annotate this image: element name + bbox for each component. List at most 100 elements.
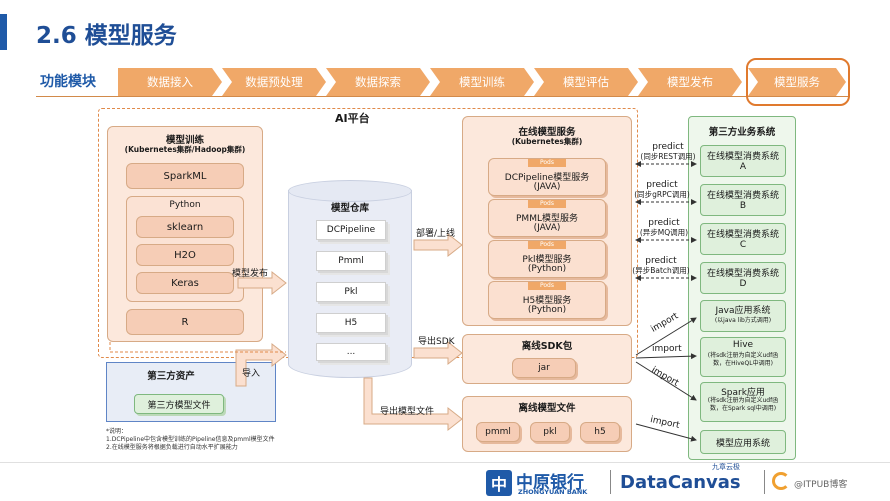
- sparkml-box: SparkML: [126, 163, 244, 189]
- note-heading: *说明：: [106, 428, 128, 435]
- pipeline-step-serve: 模型服务: [748, 68, 846, 96]
- repo-item-dcpipeline: DCPipeline: [316, 220, 386, 240]
- offline-model-file-title: 离线模型文件: [518, 403, 576, 414]
- divider: [36, 96, 850, 97]
- ai-platform-label: AI平台: [335, 112, 370, 125]
- java-app-desc: (以java lib方式调用): [714, 317, 772, 324]
- arrow-export-sdk: [413, 340, 463, 366]
- zhongyuan-bank-logo-icon: 中: [486, 470, 512, 496]
- pod-pmml-name: PMML模型服务: [516, 214, 578, 224]
- export-file-label: 导出模型文件: [380, 407, 435, 417]
- pipeline-step-explore: 数据探索: [326, 68, 430, 96]
- pod-pmml-lang: (JAVA): [533, 223, 561, 233]
- bank-name-en: ZHONGYUAN BANK: [518, 488, 588, 496]
- arrow-import: [235, 342, 287, 387]
- hive-system: [700, 337, 786, 377]
- model-training-title: 模型训练: [165, 135, 204, 146]
- pod-dcpipeline: [488, 158, 606, 196]
- offline-sdk-title: 离线SDK包: [521, 341, 573, 352]
- arrow-publish: [237, 270, 287, 296]
- sklearn-box: sklearn: [136, 216, 234, 238]
- pod-h5-name: H5模型服务: [522, 296, 572, 306]
- repository-cylinder-top: [288, 180, 412, 202]
- predict-mq: predict(异步MQ调用): [639, 218, 689, 237]
- pipeline-step-data-ingest: 数据接入: [118, 68, 222, 96]
- pod-label: Pods: [528, 159, 566, 167]
- offline-file-pmml: pmml: [476, 422, 520, 442]
- repo-item-more: ...: [316, 343, 386, 361]
- pod-label: Pods: [528, 241, 566, 249]
- note-2: 2.在线模型服务将根据负载进行自动水平扩展能力: [106, 444, 238, 451]
- consumer-system-d: [700, 262, 786, 294]
- note-1: 1.DCPipeline中包含模型训练的Pipeline信息及pmml模型文件: [106, 436, 275, 443]
- consumer-a-label: 在线模型消费系统: [706, 152, 779, 162]
- pipeline-step-publish: 模型发布: [638, 68, 742, 96]
- third-party-asset-title: 第三方资产: [147, 371, 195, 382]
- repo-item-h5: H5: [316, 313, 386, 333]
- dashed-connector: [109, 342, 286, 353]
- hive-title: Hive: [732, 340, 754, 350]
- export-sdk-label: 导出SDK: [418, 337, 455, 347]
- footer-divider: [0, 462, 890, 463]
- arrow-export-file: [363, 377, 463, 432]
- import-hive: import: [652, 344, 682, 354]
- pod-label: Pods: [528, 200, 566, 208]
- footer-separator-2: [764, 470, 765, 494]
- datacanvas-cn: 九章云极: [712, 463, 740, 471]
- pod-dcpipeline-name: DCPipeline模型服务: [504, 173, 590, 183]
- consumer-b-label: 在线模型消费系统: [706, 191, 779, 201]
- model-repository-title: 模型仓库: [330, 203, 369, 214]
- online-service-title: 在线模型服务: [518, 127, 576, 138]
- page-title: 2.6 模型服务: [36, 23, 177, 49]
- offline-file-pkl: pkl: [530, 422, 570, 442]
- partner-logo-icon: [772, 472, 790, 490]
- consumer-d-id: D: [739, 279, 747, 289]
- predict-grpc: predict(同步gRPC调用): [634, 180, 690, 199]
- online-service-subtitle: (Kubernetes集群): [511, 137, 583, 146]
- keras-box: Keras: [136, 272, 234, 294]
- consumer-c-id: C: [739, 240, 747, 250]
- pipeline-step-evaluate: 模型评估: [534, 68, 638, 96]
- datacanvas-logo: DataCanvas: [620, 472, 741, 493]
- predict-batch: predict(异步Batch调用): [632, 256, 690, 275]
- consumer-system-b: [700, 184, 786, 216]
- pipeline-step-preprocess: 数据预处理: [222, 68, 326, 96]
- java-app-system: [700, 300, 786, 332]
- r-box: R: [126, 309, 244, 335]
- pod-pkl-lang: (Python): [527, 264, 567, 274]
- third-party-systems-title: 第三方业务系统: [708, 127, 776, 138]
- h2o-box: H2O: [136, 244, 234, 266]
- watermark: @ITPUB博客: [794, 480, 848, 490]
- hive-desc: (将sdk注册为自定义udf函数，在HiveQL中调用): [707, 352, 779, 367]
- footer-separator: [610, 470, 611, 494]
- spark-app-desc: (将sdk注册为自定义udf函数，在Spark sql中调用): [707, 397, 779, 412]
- third-party-model-file: 第三方模型文件: [134, 394, 224, 414]
- spark-app-system: [700, 382, 786, 422]
- consumer-b-id: B: [739, 201, 747, 211]
- spark-app-title: Spark应用: [721, 388, 765, 398]
- python-label: Python: [169, 200, 201, 210]
- java-app-title: Java应用系统: [715, 306, 771, 316]
- repo-item-pmml: Pmml: [316, 251, 386, 271]
- import-label: 导入: [242, 369, 261, 379]
- bank-name-cn: 中原银行: [516, 473, 584, 493]
- consumer-a-id: A: [739, 162, 747, 172]
- pod-h5-lang: (Python): [527, 305, 567, 315]
- highlight-current-step: [746, 58, 850, 106]
- arrow-deploy: [413, 232, 463, 258]
- model-app-system: 模型应用系统: [700, 430, 786, 454]
- offline-file-h5: h5: [580, 422, 620, 442]
- pod-label: Pods: [528, 282, 566, 290]
- model-training-subtitle: (Kubernetes集群/Hadoop集群): [124, 145, 246, 154]
- consumer-system-c: [700, 223, 786, 255]
- repo-item-pkl: Pkl: [316, 282, 386, 302]
- deploy-label: 部署/上线: [416, 229, 456, 239]
- consumer-system-a: [700, 145, 786, 177]
- pod-dcpipeline-lang: (JAVA): [533, 182, 561, 192]
- consumer-d-label: 在线模型消费系统: [706, 269, 779, 279]
- publish-label: 模型发布: [232, 269, 269, 279]
- predict-rest: predict(同步REST调用): [640, 142, 696, 161]
- pipeline-step-train: 模型训练: [430, 68, 534, 96]
- function-module-label: 功能模块: [40, 74, 96, 90]
